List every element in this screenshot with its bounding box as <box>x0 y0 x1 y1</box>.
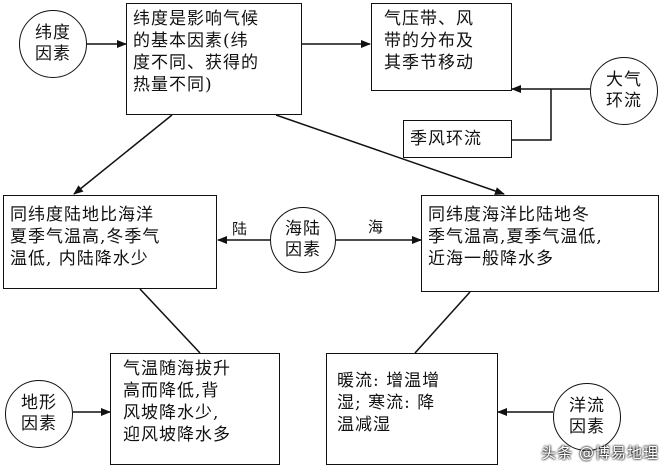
arrow-latitude-to-land <box>73 114 173 195</box>
line-ocean-to-current <box>414 291 471 354</box>
ocean-comparison-box: 同纬度海洋比陆地冬 季气温高,夏季气温低, 近海一般降水多 <box>421 195 659 292</box>
atmospheric-circulation-node: 大气 环流 <box>590 57 658 125</box>
monsoon-circulation-box: 季风环流 <box>403 120 512 158</box>
ocean-current-factor-node: 洋流 因素 <box>553 383 621 451</box>
ocean-current-effect-box: 暖流: 增温增 湿; 寒流: 降 温减湿 <box>326 353 498 465</box>
terrain-effect-box: 气温随海拔升 高而降低,背 风坡降水少, 迎风坡降水多 <box>110 353 280 465</box>
sea-label: 海 <box>368 218 385 236</box>
arrow-latitude-to-ocean <box>275 114 505 195</box>
monsoon-bracket <box>512 89 552 141</box>
watermark: 头条 @博易地理 <box>541 444 659 462</box>
line-land-to-terrain <box>139 288 201 354</box>
sea-land-factor-node: 海陆 因素 <box>270 207 336 273</box>
land-label: 陆 <box>232 220 249 238</box>
terrain-factor-node: 地形 因素 <box>5 380 73 448</box>
pressure-wind-belts-box: 气压带、风 带的分布及 其季节移动 <box>371 3 512 91</box>
land-comparison-box: 同纬度陆地比海洋 夏季气温高,冬季气 温低, 内陆降水少 <box>3 195 217 289</box>
latitude-factor-node: 纬度 因素 <box>19 10 87 78</box>
latitude-basic-factor-box: 纬度是影响气候 的基本因素(纬 度不同、获得的 热量不同) <box>126 3 302 115</box>
